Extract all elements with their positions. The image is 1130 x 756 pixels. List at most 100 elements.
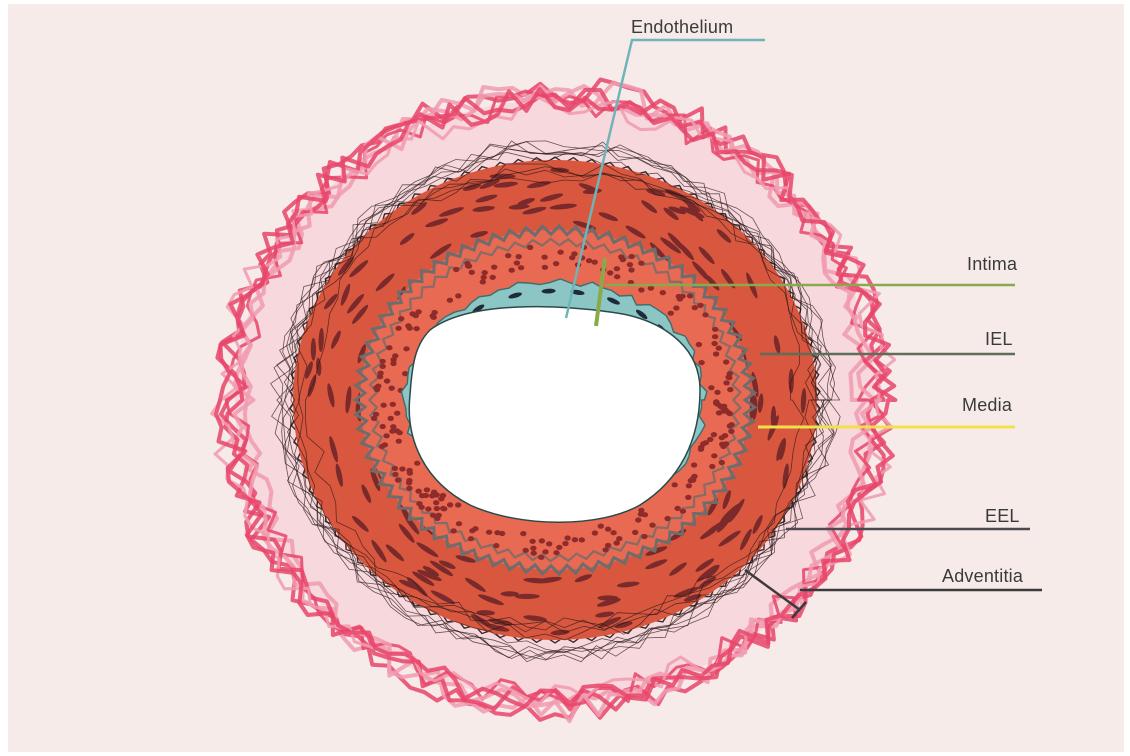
intima-cell-nucleus bbox=[405, 323, 411, 328]
intima-cell-nucleus bbox=[377, 374, 383, 379]
intima-cell-nucleus bbox=[395, 478, 401, 483]
intima-cell-nucleus bbox=[711, 341, 717, 346]
intima-cell-nucleus bbox=[632, 530, 638, 535]
intima-cell-nucleus bbox=[673, 305, 679, 310]
intima-cell-nucleus bbox=[505, 253, 511, 258]
intima-cell-nucleus bbox=[481, 275, 487, 280]
intima-cell-nucleus bbox=[433, 500, 439, 505]
intima-cell-nucleus bbox=[614, 274, 620, 279]
intima-cell-nucleus bbox=[610, 530, 616, 535]
intima-cell-nucleus bbox=[723, 380, 729, 385]
intima-cell-nucleus bbox=[592, 530, 598, 535]
intima-cell-nucleus bbox=[531, 551, 537, 556]
intima-cell-nucleus bbox=[529, 539, 535, 544]
intima-cell-nucleus bbox=[398, 316, 404, 321]
intima-cell-nucleus bbox=[392, 466, 398, 471]
label-media: Media bbox=[962, 395, 1012, 416]
intima-cell-nucleus bbox=[648, 286, 654, 291]
intima-cell-nucleus bbox=[455, 502, 461, 507]
intima-cell-nucleus bbox=[711, 453, 717, 458]
intima-cell-nucleus bbox=[620, 257, 626, 262]
intima-cell-nucleus bbox=[514, 260, 520, 265]
intima-cell-nucleus bbox=[698, 360, 704, 365]
intima-cell-nucleus bbox=[468, 536, 474, 541]
intima-cell-nucleus bbox=[469, 270, 475, 275]
intima-cell-nucleus bbox=[687, 293, 693, 298]
intima-cell-nucleus bbox=[707, 437, 713, 442]
intima-cell-nucleus bbox=[406, 480, 412, 485]
intima-cell-nucleus bbox=[480, 279, 486, 284]
intima-cell-nucleus bbox=[605, 527, 611, 532]
intima-cell-nucleus bbox=[556, 545, 562, 550]
intima-cell-nucleus bbox=[399, 466, 405, 471]
intima-cell-nucleus bbox=[453, 267, 459, 272]
intima-cell-nucleus bbox=[447, 298, 453, 303]
intima-cell-nucleus bbox=[538, 555, 544, 560]
intima-cell-nucleus bbox=[424, 487, 430, 492]
intima-cell-nucleus bbox=[586, 258, 592, 263]
intima-cell-nucleus bbox=[542, 549, 548, 554]
intima-cell-nucleus bbox=[425, 506, 431, 511]
intima-cell-nucleus bbox=[680, 509, 686, 514]
intima-cell-nucleus bbox=[434, 506, 440, 511]
intima-cell-nucleus bbox=[664, 516, 670, 521]
intima-cell-nucleus bbox=[629, 254, 635, 259]
intima-cell-nucleus bbox=[714, 390, 720, 395]
intima-cell-nucleus bbox=[403, 346, 409, 351]
intima-cell-nucleus bbox=[386, 345, 392, 350]
intima-cell-nucleus bbox=[499, 531, 505, 536]
intima-cell-nucleus bbox=[392, 472, 398, 477]
intima-cell-nucleus bbox=[389, 429, 395, 434]
intima-cell-nucleus bbox=[539, 538, 545, 543]
intima-cell-nucleus bbox=[450, 528, 456, 533]
intima-cell-nucleus bbox=[725, 375, 731, 380]
intima-cell-nucleus bbox=[491, 265, 497, 270]
intima-cell-nucleus bbox=[379, 359, 385, 364]
intima-cell-nucleus bbox=[638, 508, 644, 513]
intima-cell-nucleus bbox=[569, 255, 575, 260]
intima-cell-nucleus bbox=[394, 411, 400, 416]
smooth-muscle-nucleus bbox=[311, 338, 316, 361]
intima-cell-nucleus bbox=[396, 439, 402, 444]
intima-cell-nucleus bbox=[674, 506, 680, 511]
intima-cell-nucleus bbox=[727, 423, 733, 428]
intima-cell-nucleus bbox=[380, 364, 386, 369]
intima-cell-nucleus bbox=[395, 326, 401, 331]
label-intima: Intima bbox=[967, 254, 1017, 275]
intima-cell-nucleus bbox=[469, 528, 475, 533]
intima-cell-nucleus bbox=[638, 261, 644, 266]
intima-cell-nucleus bbox=[721, 404, 727, 409]
label-eel: EEL bbox=[985, 506, 1020, 527]
intima-cell-nucleus bbox=[668, 311, 674, 316]
intima-cell-nucleus bbox=[431, 490, 437, 495]
intima-cell-nucleus bbox=[708, 385, 714, 390]
intima-cell-nucleus bbox=[379, 444, 385, 449]
intima-cell-nucleus bbox=[455, 293, 461, 298]
intima-cell-nucleus bbox=[598, 524, 604, 529]
intima-cell-nucleus bbox=[438, 496, 444, 501]
intima-cell-nucleus bbox=[692, 305, 698, 310]
intima-cell-nucleus bbox=[627, 262, 633, 267]
intima-cell-nucleus bbox=[380, 403, 386, 408]
intima-cell-nucleus bbox=[518, 265, 524, 270]
intima-cell-nucleus bbox=[520, 531, 526, 536]
intima-cell-nucleus bbox=[679, 294, 685, 299]
intima-cell-nucleus bbox=[447, 502, 453, 507]
intima-cell-nucleus bbox=[685, 495, 691, 500]
label-adventitia: Adventitia bbox=[942, 566, 1023, 587]
intima-cell-nucleus bbox=[557, 250, 563, 255]
intima-cell-nucleus bbox=[546, 541, 552, 546]
intima-cell-nucleus bbox=[373, 385, 379, 390]
intima-cell-nucleus bbox=[465, 263, 471, 268]
intima-cell-nucleus bbox=[628, 267, 634, 272]
intima-cell-nucleus bbox=[371, 416, 377, 421]
intima-cell-nucleus bbox=[660, 290, 666, 295]
intima-cell-nucleus bbox=[390, 361, 396, 366]
intima-cell-nucleus bbox=[407, 471, 413, 476]
intima-cell-nucleus bbox=[530, 546, 536, 551]
intima-cell-nucleus bbox=[711, 432, 717, 437]
intima-cell-nucleus bbox=[672, 482, 678, 487]
intima-cell-nucleus bbox=[516, 254, 522, 259]
intima-cell-nucleus bbox=[440, 506, 446, 511]
